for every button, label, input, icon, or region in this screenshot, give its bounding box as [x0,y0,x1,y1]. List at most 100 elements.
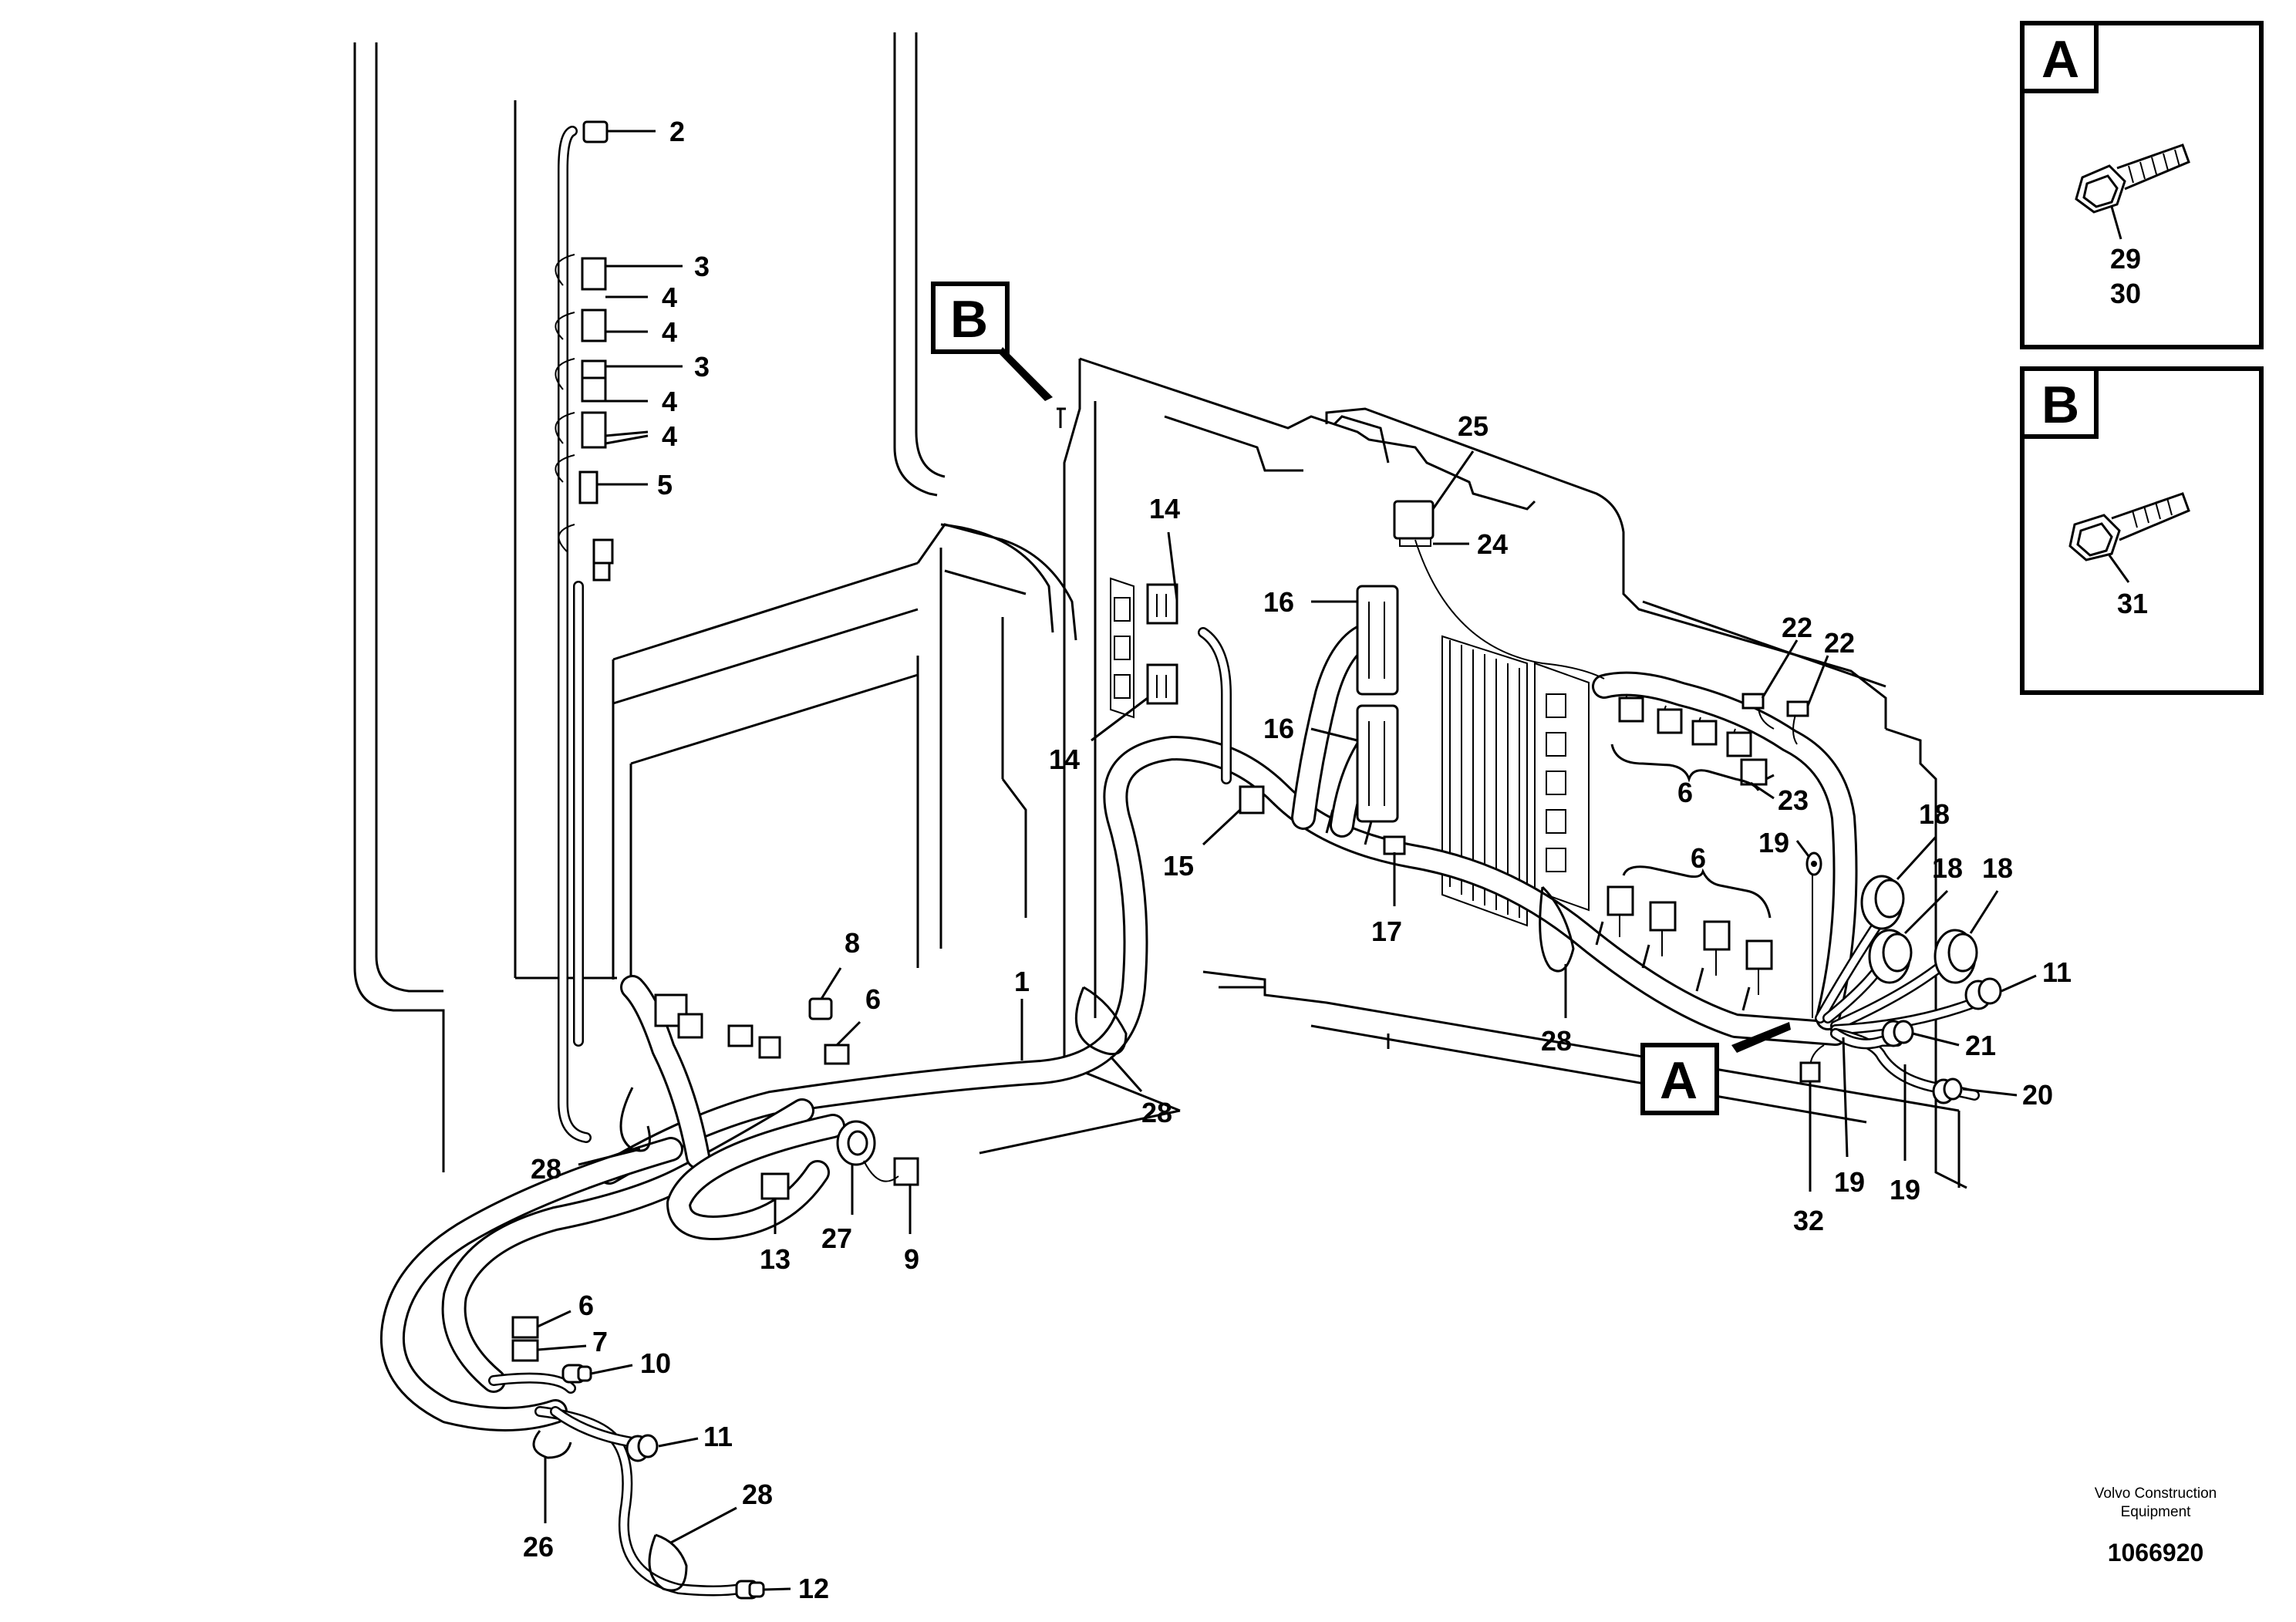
callout-28: 28 [1141,1097,1172,1128]
fuse-holder-16-bottom [1356,704,1399,823]
cable-tie-28-c [1539,885,1575,973]
callout-14: 14 [1049,744,1080,775]
callout-11: 11 [2042,956,2072,988]
callout-18: 18 [1932,852,1963,884]
callout-22: 22 [1824,627,1855,659]
callout-17: 17 [1371,916,1402,947]
grommet-27 [836,1120,876,1166]
cable-tie-28-b [1074,986,1128,1056]
connector-upper-clip [592,538,614,565]
connector-6-upper-2 [1657,708,1683,734]
credit-block: Volvo Construction Equipment 1066920 [2095,1485,2217,1566]
view-marker-a: A [1640,1022,1791,1115]
brace-6-upper [1610,744,1760,791]
callout-28: 28 [742,1479,773,1510]
callout-6: 6 [578,1290,594,1321]
mount-bolt-b [1057,407,1066,428]
connector-20 [1932,1077,1963,1104]
ring-terminal-19 [1805,851,1822,876]
connector-12 [735,1580,765,1600]
callout-28: 28 [1541,1025,1572,1057]
connector-22-a [1741,693,1765,710]
wiring-harness [379,126,1980,1597]
connector-6-upper-4 [1726,731,1752,757]
callout-6: 6 [1677,777,1693,808]
callout-1: 1 [1014,966,1030,997]
callout-16: 16 [1263,586,1294,618]
callout-4: 4 [662,386,677,417]
callout-3: 3 [694,351,710,383]
credit-line-2: Equipment [2121,1504,2192,1520]
document-number: 1066920 [2108,1539,2204,1566]
connector-13 [760,1172,790,1200]
relay-25 [1393,500,1435,540]
connector-11-right [1964,977,2002,1010]
connector-23 [1740,758,1768,786]
detail-panel-b: B 31 [2020,366,2264,695]
clip-26 [532,1430,572,1459]
cab-structure [353,32,1967,1189]
callout-25: 25 [1458,410,1489,442]
callout-labels: 2 3 4 4 3 4 4 5 14 14 16 16 25 24 22 22 … [523,116,2072,1604]
callout-29: 29 [2110,243,2141,275]
view-marker-b: B [931,282,1053,401]
callout-24: 24 [1477,528,1508,560]
fuse-holder-16-top [1356,585,1399,696]
connector-6-lower-2 [1649,901,1677,932]
callout-30: 30 [2110,278,2141,309]
connector-21 [1881,1020,1914,1047]
connector-6-upper-3 [1691,720,1718,746]
relay-panel [1110,577,1135,719]
svg-text:A: A [2041,30,2079,89]
grommet-18-b [1868,929,1913,984]
callout-28: 28 [531,1153,561,1185]
callout-5: 5 [657,469,673,501]
callout-16: 16 [1263,713,1294,744]
callout-8: 8 [845,927,860,959]
connector-9 [893,1157,919,1186]
credit-line-1: Volvo Construction [2095,1485,2217,1502]
callout-2: 2 [669,116,685,147]
cable-tie-28-a [619,1087,651,1152]
callout-13: 13 [760,1243,791,1275]
grommet-18-c [1934,929,1978,984]
connector-10 [561,1364,592,1384]
connector-4-low [581,411,607,449]
relay-14-bottom [1146,663,1178,705]
callout-22: 22 [1782,612,1812,643]
callout-19: 19 [1890,1174,1920,1206]
connector-11-left [625,1434,659,1462]
svg-text:B: B [2041,376,2079,434]
callout-15: 15 [1163,850,1194,882]
callout-19: 19 [1834,1166,1865,1198]
callout-21: 21 [1965,1030,1996,1061]
callout-32: 32 [1793,1205,1824,1236]
callout-19: 19 [1758,827,1789,858]
callout-23: 23 [1778,784,1809,816]
callout-12: 12 [798,1573,829,1604]
connector-8 [808,997,833,1020]
svg-text:B: B [950,290,988,349]
callout-20: 20 [2022,1079,2053,1111]
connectors [511,120,2002,1600]
connector-17 [1383,835,1406,855]
cable-tie-28-d [648,1533,688,1592]
connector-6-lower-3 [1703,920,1731,951]
bolt-icon [2075,143,2190,240]
leader-lines [537,130,2037,1591]
svg-text:A: A [1660,1051,1698,1110]
connector-7 [511,1339,539,1362]
connector-5 [578,470,598,504]
callout-27: 27 [821,1222,852,1254]
callout-6: 6 [1691,842,1706,874]
connector-4-top [581,309,607,342]
callout-6: 6 [865,983,881,1015]
connector-6-left [824,1044,850,1065]
connector-32 [1799,1061,1821,1083]
callout-18: 18 [1982,852,2013,884]
connector-3-top [581,257,607,291]
bolt-icon [2068,492,2190,583]
connector-15 [1239,785,1265,814]
control-unit-grille [1441,635,1590,927]
